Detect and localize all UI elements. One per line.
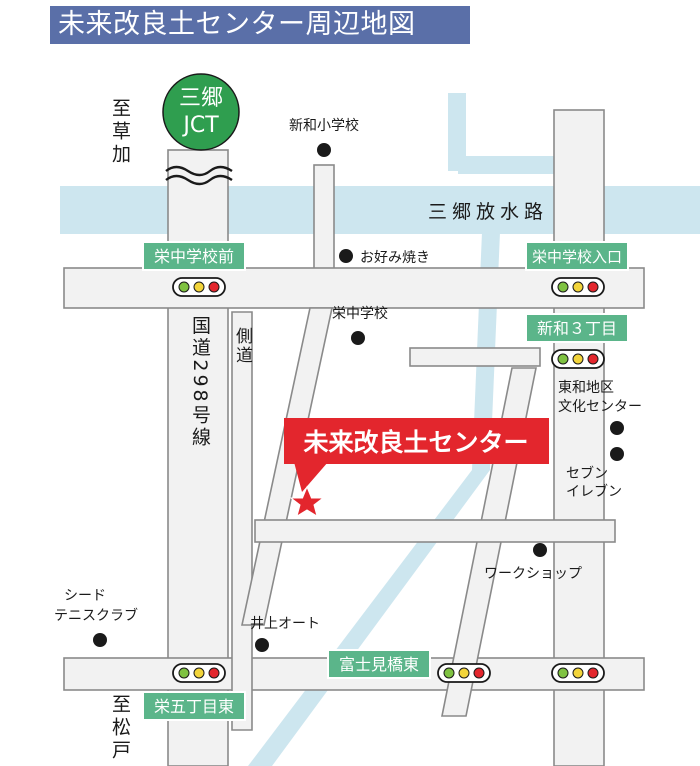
traffic-light-icon: [551, 663, 605, 683]
landmark-workshop: ワークショップ: [484, 566, 582, 582]
landmark-dot: [339, 249, 353, 263]
landmarks: 新和小学校 お好み焼き 栄中学校 東和地区 文化センター セブン イレブン ワー…: [54, 117, 642, 652]
landmark-seven-2: イレブン: [566, 483, 622, 500]
traffic-light-icon: [551, 277, 605, 297]
sign-sakae-jhs-iriguchi-label: 栄中学校入口: [532, 248, 622, 266]
landmark-dot: [317, 143, 331, 157]
sign-niiwa-3chome-label: 新和３丁目: [537, 319, 617, 338]
landmark-dot: [610, 421, 624, 435]
landmark-dot: [610, 447, 624, 461]
channel-north-branch: [448, 93, 466, 171]
destination-callout: 未来改良土センター: [284, 418, 549, 518]
landmark-community-center-1: 東和地区: [558, 380, 614, 396]
traffic-light-icon: [437, 663, 491, 683]
title-banner: [50, 6, 470, 44]
landmark-okonomiyaki: お好み焼き: [360, 250, 430, 266]
landmark-dot: [351, 331, 365, 345]
north-branch-road: [409, 347, 541, 367]
callout-box: [284, 418, 549, 464]
callout-pointer: [294, 462, 328, 492]
label-route298: 国道298号線: [189, 315, 211, 448]
destination-star-icon: [289, 485, 325, 518]
label-to-soka: 至草加: [109, 98, 131, 167]
sign-sakae-jhs-mae: [142, 241, 246, 271]
jct-line2: JCT: [181, 113, 219, 138]
landmark-sakae-jhs: 栄中学校: [332, 305, 388, 322]
sign-sakae-jhs-iriguchi: [525, 241, 629, 271]
jct-line1: 三郷: [179, 86, 223, 111]
landmark-dot: [255, 638, 269, 652]
label-side-road: 側道: [232, 327, 253, 365]
traffic-light-icon: [172, 663, 226, 683]
landmark-inoue-auto: 井上オート: [250, 616, 320, 632]
landmark-tennis-2: テニスクラブ: [54, 607, 138, 624]
label-river-road: 三郷放水路: [428, 201, 548, 223]
intersection-signs: 栄中学校前 栄中学校入口 新和３丁目 富士見橋東 栄五丁目東: [142, 241, 629, 721]
center-east-west-road: [254, 519, 616, 543]
landmark-community-center-2: 文化センター: [558, 399, 642, 415]
east-road: [553, 109, 605, 766]
sign-sakae-jhs-mae-label: 栄中学校前: [154, 247, 234, 266]
map-title: 未来改良土センター周辺地図: [58, 9, 416, 40]
channel-south-2: [248, 470, 490, 766]
traffic-lights: [172, 277, 605, 683]
road-to-niiwa-es: [313, 164, 335, 286]
traffic-light-icon: [172, 277, 226, 297]
landmark-seven-1: セブン: [566, 465, 608, 482]
sign-niiwa-3chome: [525, 313, 629, 343]
sign-fujimibashi-higashi: [327, 649, 431, 679]
landmark-niiwa-es: 新和小学校: [289, 117, 359, 134]
destination-label: 未来改良土センター: [303, 428, 528, 457]
traffic-light-icon: [551, 349, 605, 369]
landmark-tennis-1: シード: [64, 588, 106, 604]
landmark-dot: [533, 543, 547, 557]
road-break-symbol: [165, 165, 233, 186]
jct-badge: [162, 73, 240, 151]
sign-fujimibashi-higashi-label: 富士見橋東: [339, 655, 419, 674]
side-road: [231, 311, 253, 731]
sign-sakae-5chome-higashi: [142, 691, 246, 721]
sign-sakae-5chome-higashi-label: 栄五丁目東: [154, 697, 234, 716]
north-east-west-road: [63, 267, 645, 309]
landmark-dot: [93, 633, 107, 647]
label-to-matsudo: 至松戸: [109, 694, 131, 763]
channel-north-link: [458, 156, 558, 174]
